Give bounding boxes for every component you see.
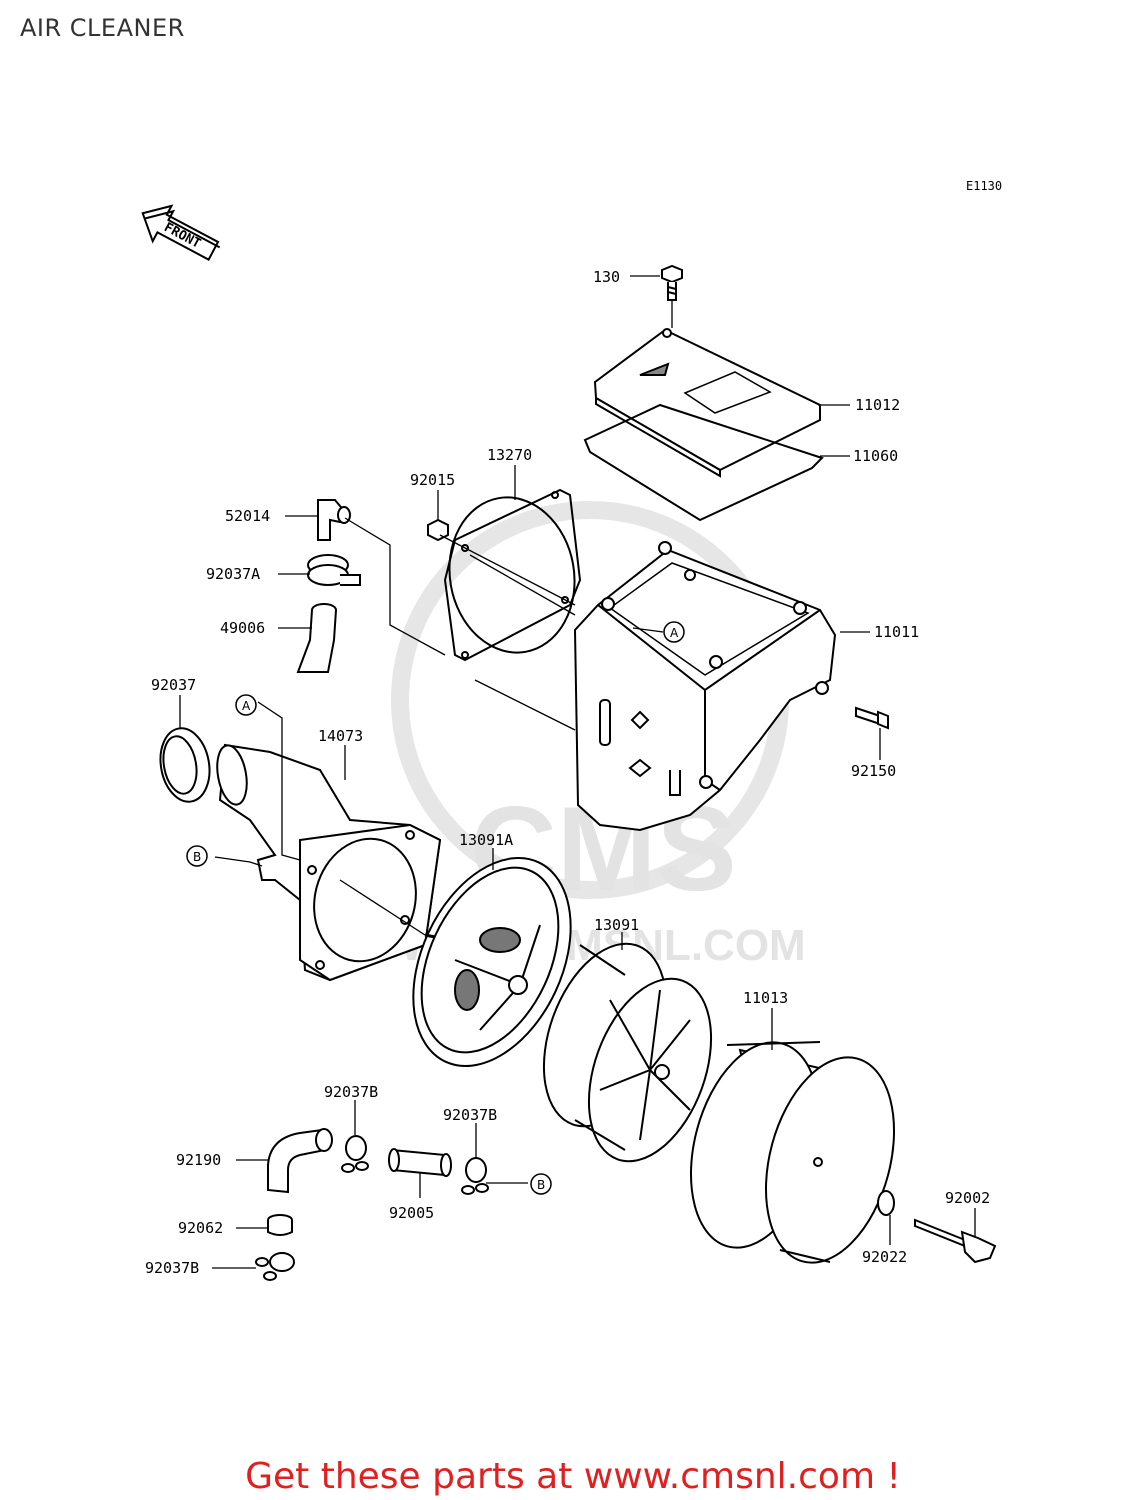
svg-text:A: A xyxy=(242,699,251,713)
clip-92037b-b xyxy=(461,1157,489,1195)
svg-text:A: A xyxy=(670,626,679,640)
duct-49006 xyxy=(296,603,337,673)
part-label-92037b-a[interactable]: 92037B xyxy=(324,1083,378,1101)
promo-link[interactable]: Get these parts at www.cmsnl.com ! xyxy=(245,1456,901,1497)
front-arrow-icon: FRONT xyxy=(141,204,221,261)
intake-duct-14073 xyxy=(216,743,442,982)
leader-lines xyxy=(179,275,976,1269)
pipe-92005 xyxy=(388,1148,452,1177)
air-cleaner-housing xyxy=(573,541,837,832)
part-label-92190[interactable]: 92190 xyxy=(176,1151,221,1169)
part-label-92037b-b[interactable]: 92037B xyxy=(443,1106,497,1124)
part-label-13091a[interactable]: 13091A xyxy=(459,831,513,849)
page-title: AIR CLEANER xyxy=(20,14,185,42)
diagram-code: E1130 xyxy=(966,179,1002,193)
callout-a-1: A xyxy=(235,694,257,716)
hose-clamp-92037a xyxy=(307,554,361,586)
bolt-130 xyxy=(661,264,683,301)
clip-92037b-c xyxy=(255,1252,295,1281)
band-clamp-92037 xyxy=(159,727,211,803)
svg-text:B: B xyxy=(193,850,201,864)
clip-92037b-a xyxy=(341,1135,369,1173)
svg-text:B: B xyxy=(537,1178,545,1192)
washer-92022 xyxy=(877,1190,895,1216)
hose-fitting xyxy=(317,499,351,541)
part-label-92150[interactable]: 92150 xyxy=(851,762,896,780)
elbow-hose-92190 xyxy=(267,1128,333,1194)
part-label-52014[interactable]: 52014 xyxy=(225,507,270,525)
part-label-92037a[interactable]: 92037A xyxy=(206,565,260,583)
part-label-11012[interactable]: 11012 xyxy=(855,396,900,414)
air-cleaner-cover xyxy=(593,328,821,478)
callout-b-1: B xyxy=(186,845,208,867)
part-label-92002[interactable]: 92002 xyxy=(945,1189,990,1207)
part-label-11013[interactable]: 11013 xyxy=(743,989,788,1007)
spacer-92062 xyxy=(267,1214,293,1236)
part-label-130[interactable]: 130 xyxy=(593,268,620,286)
part-label-11011[interactable]: 11011 xyxy=(874,623,919,641)
part-label-92005[interactable]: 92005 xyxy=(389,1204,434,1222)
housing-gasket xyxy=(443,488,582,662)
part-label-92037b-c[interactable]: 92037B xyxy=(145,1259,199,1277)
part-label-11060[interactable]: 11060 xyxy=(853,447,898,465)
part-label-92015[interactable]: 92015 xyxy=(410,471,455,489)
part-label-92062[interactable]: 92062 xyxy=(178,1219,223,1237)
filter-element-11013 xyxy=(689,1041,896,1264)
part-label-92022[interactable]: 92022 xyxy=(862,1248,907,1266)
bolt-92150 xyxy=(855,706,889,730)
wing-bolt-92002 xyxy=(914,1218,997,1264)
part-label-49006[interactable]: 49006 xyxy=(220,619,265,637)
callout-b-2: B xyxy=(530,1173,552,1195)
filter-frame-13091 xyxy=(542,942,713,1163)
callout-a-2: A xyxy=(663,621,685,643)
part-label-13270[interactable]: 13270 xyxy=(487,446,532,464)
filter-backplate-13091a xyxy=(412,857,572,1067)
part-label-14073[interactable]: 14073 xyxy=(318,727,363,745)
part-label-92037[interactable]: 92037 xyxy=(151,676,196,694)
part-label-13091[interactable]: 13091 xyxy=(594,916,639,934)
cover-gasket xyxy=(583,403,824,522)
